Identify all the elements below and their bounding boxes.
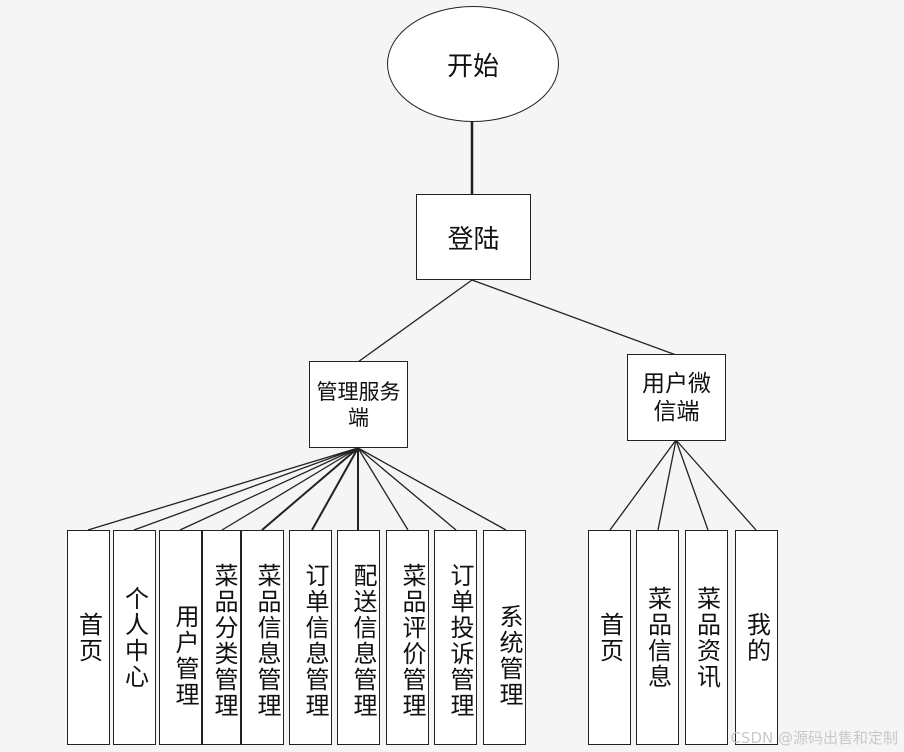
edge-login-admin xyxy=(357,279,473,363)
edge-admin-2 xyxy=(179,447,359,531)
leaf-admin-delivery-info: 配送信息管理 xyxy=(337,530,380,745)
leaf-admin-order-info-label: 订单信息管理 xyxy=(301,562,329,719)
edge-admin-8 xyxy=(357,447,457,531)
edge-admin-1 xyxy=(133,447,359,531)
leaf-wechat-home: 首页 xyxy=(588,530,631,745)
leaf-admin-dish-category: 菜品分类管理 xyxy=(202,530,241,745)
edge-admin-3 xyxy=(221,447,359,531)
leaf-admin-profile: 个人中心 xyxy=(113,530,156,745)
edge-wechat-3 xyxy=(675,439,757,531)
node-login-label: 登陆 xyxy=(447,224,500,255)
edge-wechat-1 xyxy=(657,439,677,531)
node-login: 登陆 xyxy=(416,194,531,280)
node-admin-label: 管理服务端 xyxy=(316,379,401,430)
leaf-admin-home: 首页 xyxy=(67,530,110,745)
leaf-admin-dish-category-label: 菜品分类管理 xyxy=(210,562,238,719)
node-start: 开始 xyxy=(387,6,559,122)
leaf-wechat-dish-news: 菜品资讯 xyxy=(685,530,728,745)
edge-login-wechat xyxy=(471,279,677,356)
edge-admin-9 xyxy=(357,447,507,531)
leaf-wechat-mine-label: 我的 xyxy=(742,611,771,664)
leaf-admin-users: 用户管理 xyxy=(159,530,202,745)
node-wechat: 用户微信端 xyxy=(627,354,726,441)
edge-admin-4 xyxy=(261,447,359,531)
leaf-wechat-dish-info: 菜品信息 xyxy=(636,530,679,745)
leaf-admin-delivery-info-label: 配送信息管理 xyxy=(349,562,377,719)
node-wechat-label: 用户微信端 xyxy=(642,370,711,425)
leaf-wechat-mine: 我的 xyxy=(735,530,778,745)
leaf-admin-order-info: 订单信息管理 xyxy=(289,530,332,745)
edge-admin-0 xyxy=(87,447,359,531)
leaf-wechat-dish-info-label: 菜品信息 xyxy=(643,585,672,690)
leaf-admin-dish-review: 菜品评价管理 xyxy=(386,530,429,745)
leaf-wechat-home-label: 首页 xyxy=(595,611,624,664)
leaf-admin-order-complaint-label: 订单投诉管理 xyxy=(446,562,474,719)
edge-admin-7 xyxy=(357,447,409,531)
leaf-admin-home-label: 首页 xyxy=(74,611,103,664)
leaf-admin-order-complaint: 订单投诉管理 xyxy=(434,530,477,745)
leaf-admin-dish-info: 菜品信息管理 xyxy=(241,530,284,745)
node-admin: 管理服务端 xyxy=(309,361,408,448)
leaf-admin-profile-label: 个人中心 xyxy=(120,585,149,690)
leaf-admin-dish-info-label: 菜品信息管理 xyxy=(253,562,281,719)
leaf-admin-system-label: 系统管理 xyxy=(495,603,523,708)
watermark: CSDN @源码出售和定制 xyxy=(730,729,898,747)
leaf-admin-dish-review-label: 菜品评价管理 xyxy=(398,562,426,719)
edge-wechat-0 xyxy=(609,439,677,531)
edge-wechat-2 xyxy=(675,439,709,531)
node-start-label: 开始 xyxy=(446,51,499,82)
leaf-admin-users-label: 用户管理 xyxy=(171,603,199,708)
leaf-wechat-dish-news-label: 菜品资讯 xyxy=(692,585,721,690)
edge-admin-5 xyxy=(311,447,359,531)
leaf-admin-system: 系统管理 xyxy=(483,530,526,745)
